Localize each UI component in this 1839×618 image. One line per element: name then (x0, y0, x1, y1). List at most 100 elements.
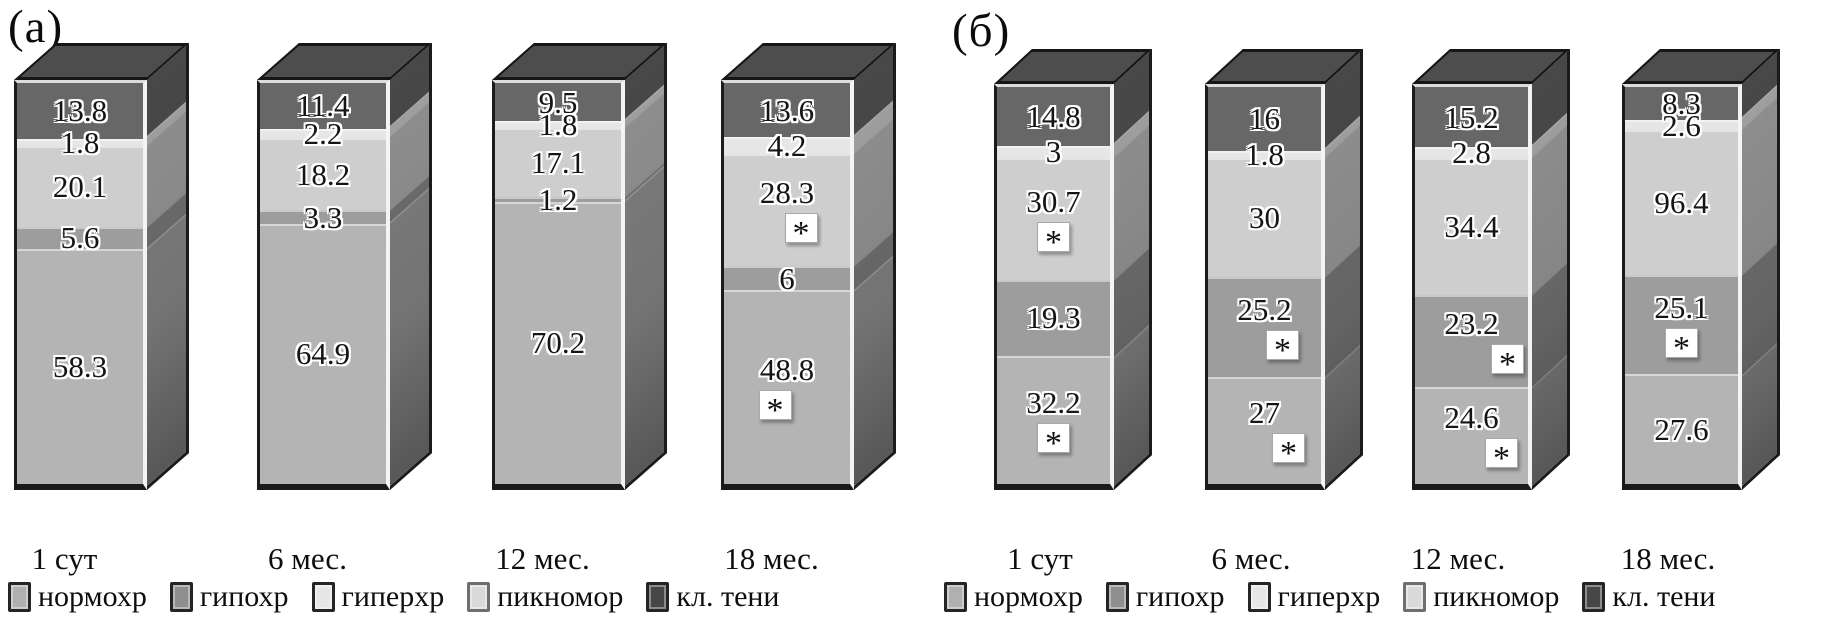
segment-value: 9.5 (538, 84, 578, 120)
bar-segment-kl_teni: 11.4 (260, 83, 386, 129)
bar-segment-kl_teni: 8.3 (1625, 87, 1738, 120)
bar-side-face (854, 43, 896, 490)
stacked-bar-6 мес.: 11.42.218.23.364.9 (257, 43, 432, 490)
kl_teni-swatch-icon (646, 582, 670, 612)
bar-segment-piknomor: 4.2 (724, 130, 850, 161)
bar-side-face (390, 43, 432, 490)
giperhr-swatch-icon (1247, 582, 1271, 612)
bar-segment-piknomor: 1.8 (495, 109, 621, 140)
significance-star-icon: * (1266, 329, 1299, 367)
side-shading (1114, 51, 1149, 487)
bar-side-face (1114, 49, 1152, 490)
category-label: 6 мес. (1211, 541, 1291, 576)
bar-segment-giperhr: 30.7* (997, 157, 1110, 280)
segment-value: 8.3 (1662, 85, 1701, 121)
category-label: 12 мес. (495, 541, 590, 576)
legend-item-piknomor: пикномор (1403, 580, 1559, 614)
segment-value: 58.3 (52, 349, 108, 385)
segment-value: 3 (1045, 134, 1062, 170)
legend-item-label: гипохр (199, 580, 289, 613)
side-shading (1325, 51, 1360, 487)
bar-segment-normohr: 48.8* (724, 290, 850, 484)
category-label: 1 сут (31, 541, 98, 576)
segment-value: 34.4 (1444, 208, 1499, 244)
significance-star-icon: * (758, 390, 792, 428)
bar-segment-kl_teni: 15.2 (1415, 87, 1528, 148)
side-shading (1742, 51, 1777, 487)
significance-star-icon: * (1272, 433, 1305, 471)
bar-segment-piknomor: 2.8 (1415, 137, 1528, 168)
category-label: 1 сут (1007, 541, 1073, 576)
legend-item-normohr: нормохр (8, 580, 147, 614)
significance-star-icon: * (1665, 327, 1698, 365)
segment-value: 23.2 (1444, 305, 1499, 341)
legend-item-label: нормохр (974, 580, 1083, 613)
legend-item-kl_teni: кл. тени (1582, 580, 1716, 614)
segment-value: 27 (1249, 395, 1280, 431)
legend-item-label: пикномор (497, 580, 624, 613)
segment-value: 32.2 (1026, 385, 1081, 421)
segment-value: 3.3 (303, 199, 343, 235)
bar-segment-gipohr: 19.3 (997, 279, 1110, 357)
legend-item-label: гиперхр (341, 580, 445, 613)
stacked-bar-1 сут: 13.81.8 20.1 5.6 58.3 (14, 43, 189, 490)
bar-segment-giperhr: 20.1 (17, 145, 143, 227)
bar-segment-giperhr: 30 (1208, 157, 1321, 277)
bar-segment-giperhr: 17.1 (495, 128, 621, 198)
bar-segment-kl_teni: 9.5 (495, 83, 621, 122)
panel-b-label: (б) (952, 5, 1011, 57)
significance-star-icon: * (1037, 221, 1070, 259)
segment-value: 14.8 (1026, 98, 1081, 134)
bar-segment-gipohr: 5.6 (17, 222, 143, 253)
stacked-bar-12 мес.: 9.51.817.11.270.2 (492, 43, 667, 490)
segment-value: 2.8 (1452, 135, 1491, 171)
category-label: 6 мес. (268, 541, 347, 576)
stacked-bar-6 мес.: 161.83025.2*27* (1205, 49, 1363, 490)
bar-segment-giperhr: 34.4 (1415, 158, 1528, 295)
segment-value: 28.3 (759, 174, 815, 210)
bar-segment-normohr: 70.2 (495, 201, 621, 484)
segment-value: 24.6 (1444, 400, 1499, 436)
segment-value: 27.6 (1654, 411, 1709, 447)
normohr-swatch-icon (944, 582, 967, 612)
segment-value: 64.9 (295, 336, 351, 372)
bar-segment-normohr: 64.9 (260, 223, 386, 484)
side-shading (854, 45, 893, 487)
segment-value: 13.6 (759, 92, 815, 128)
legend-item-gipohr: гипохр (1105, 580, 1225, 614)
segment-value: 1.8 (1245, 136, 1284, 172)
category-label: 18 мес. (724, 541, 819, 576)
legend-item-kl_teni: кл. тени (646, 580, 780, 614)
category-label: 12 мес. (1410, 541, 1506, 576)
legend-item-label: нормохр (38, 580, 147, 613)
significance-star-icon: * (1037, 423, 1070, 461)
bar-segment-piknomor: 1.8 (17, 127, 143, 158)
segment-value: 5.6 (60, 220, 100, 256)
legend-item-label: пикномор (1433, 580, 1560, 613)
gipohr-swatch-icon (1105, 582, 1129, 612)
side-shading (625, 45, 664, 487)
legend-item-label: кл. тени (1612, 580, 1716, 613)
bar-side-face (1532, 49, 1570, 490)
bar-segment-normohr: 58.3 (17, 249, 143, 484)
bar-segment-giperhr: 18.2 (260, 137, 386, 211)
segment-value: 1.8 (60, 124, 100, 160)
bar-segment-kl_teni: 13.8 (17, 83, 143, 139)
segment-value: 30.7 (1026, 183, 1081, 219)
segment-value: 48.8 (759, 352, 815, 388)
bar-segment-normohr: 27* (1208, 376, 1321, 484)
side-shading (1532, 51, 1567, 487)
segment-value: 13.8 (52, 93, 108, 129)
bar-segment-normohr: 24.6* (1415, 386, 1528, 484)
segment-value: 6 (779, 260, 795, 296)
side-shading (147, 45, 186, 487)
segment-value: 96.4 (1654, 185, 1709, 220)
segment-value: 16 (1249, 101, 1280, 137)
category-label: 18 мес. (1620, 541, 1716, 576)
segment-value: 20.1 (52, 168, 108, 204)
normohr-swatch-icon (8, 582, 31, 612)
